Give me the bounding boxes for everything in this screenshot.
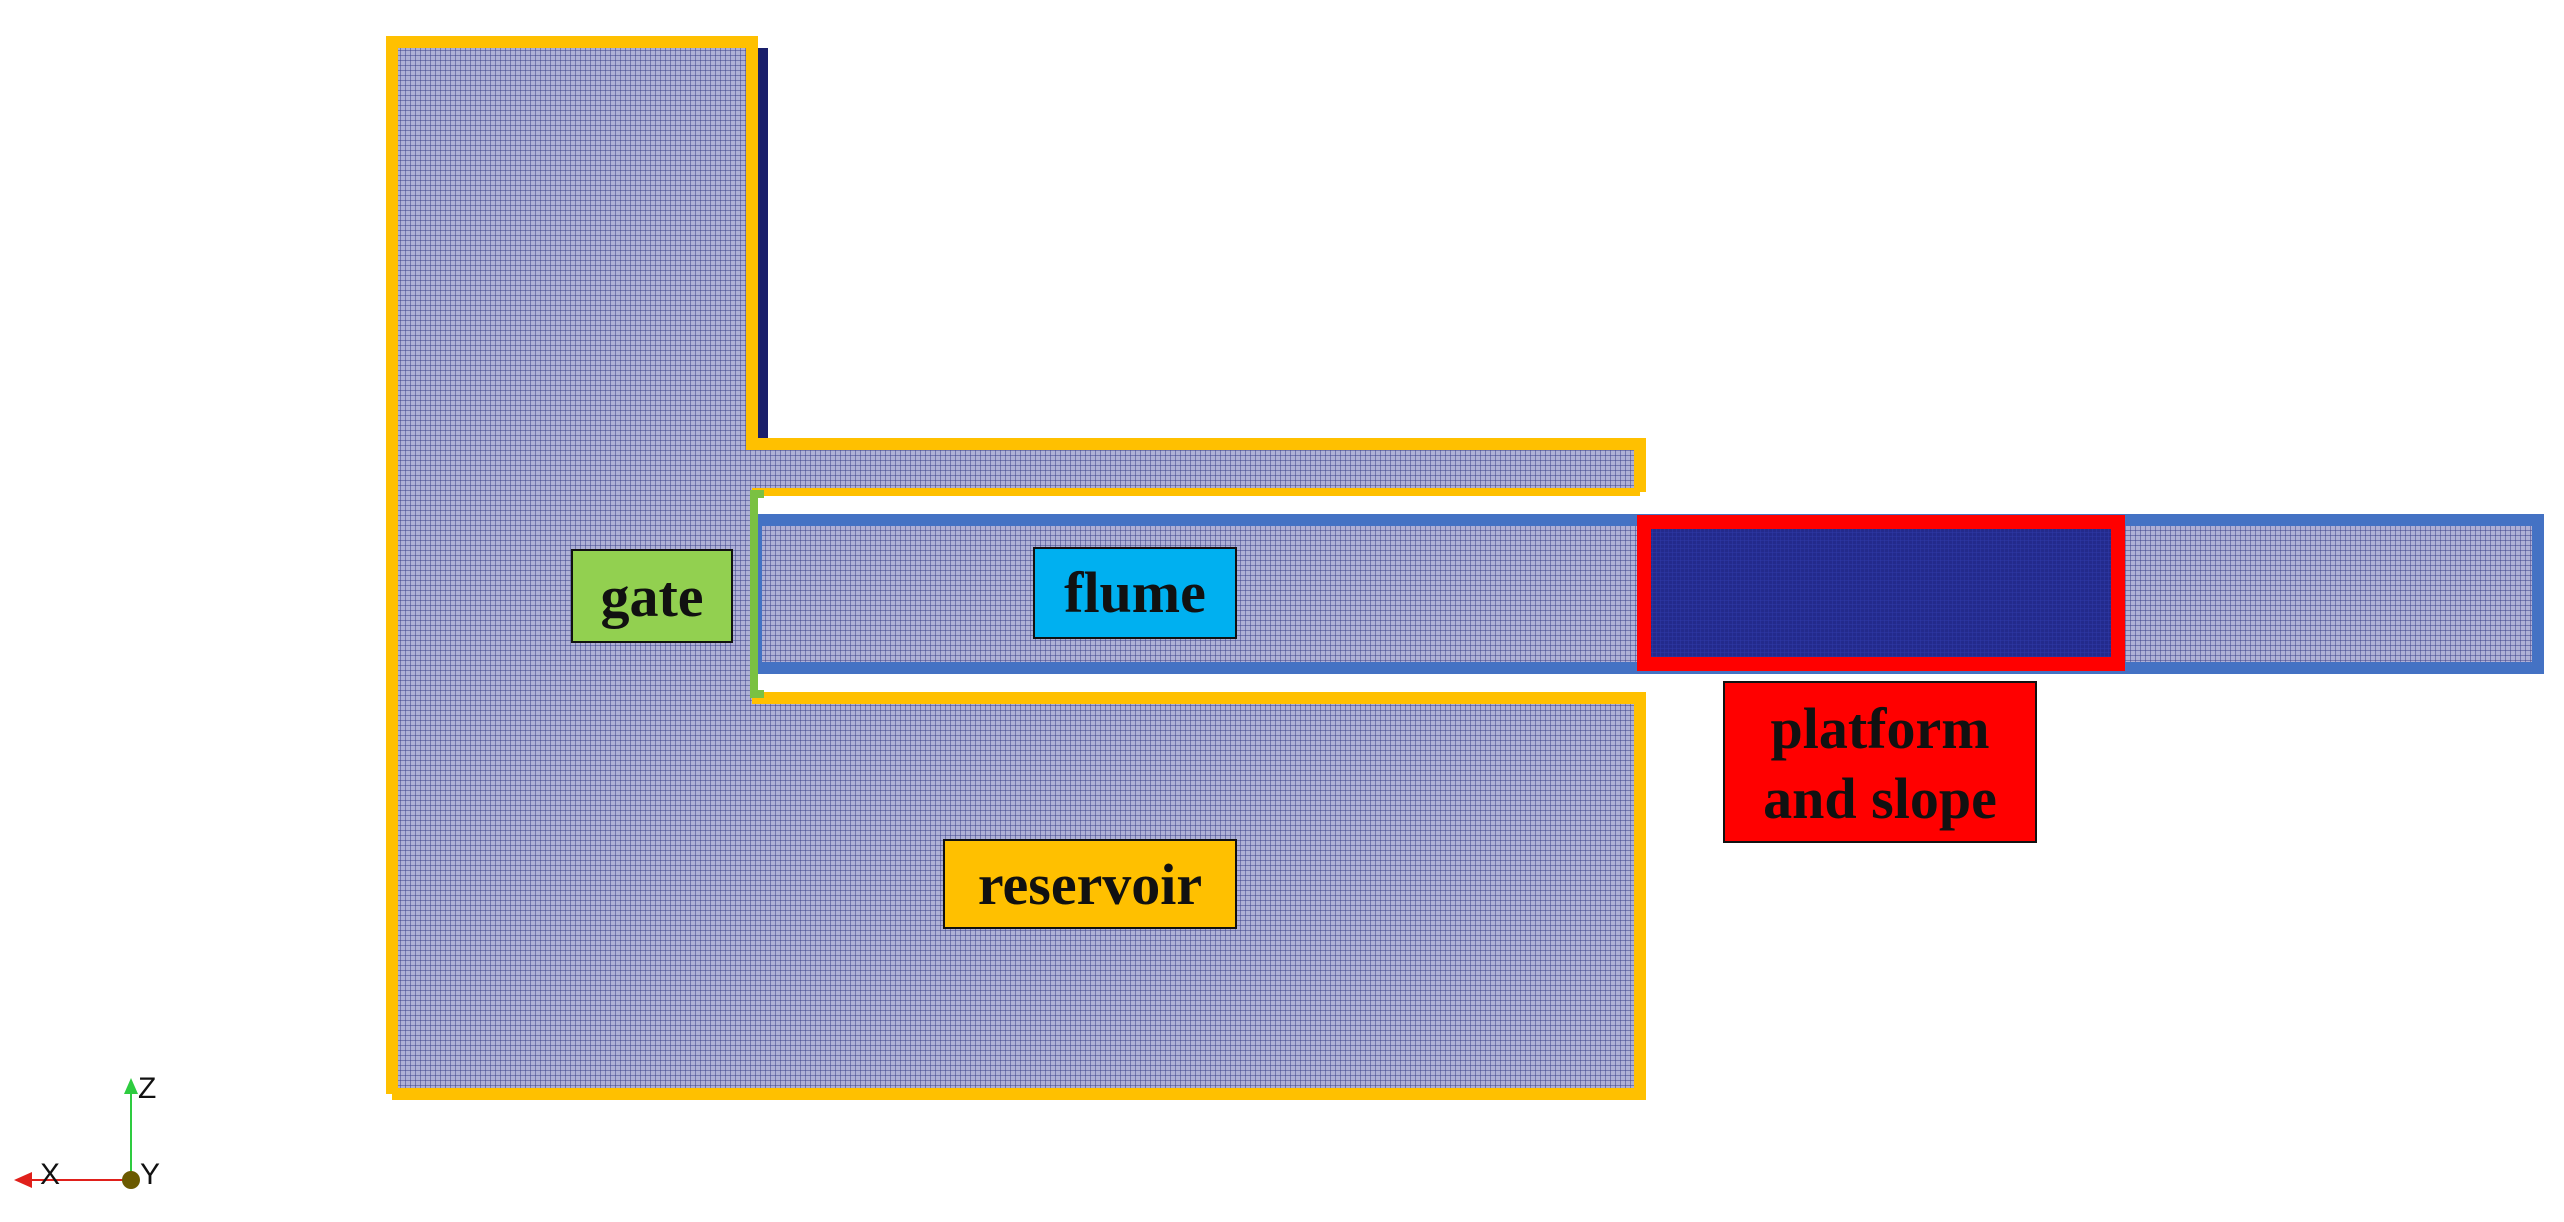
axis-x-label: X [40,1158,60,1191]
axis-y-label: Y [140,1158,160,1191]
reservoir-shadow-edge [756,48,768,440]
reservoir-outline [386,36,1646,1100]
gate-region [750,490,764,698]
axis-triad: Z X Y [14,1072,160,1191]
axis-z-arrow-icon [124,1078,138,1094]
axis-z-label: Z [138,1072,156,1105]
gate-label: gate [571,549,733,643]
platform-outline [1637,515,2125,671]
flume-label-box [1033,547,1237,639]
reservoir-region [386,36,1646,1100]
platform-label: platform and slope [1723,681,2037,843]
reservoir-label: reservoir [943,839,1237,929]
platform-region [1637,515,2125,671]
reservoir-mesh [392,42,1640,1094]
platform-label-line1: platform [1770,696,1989,761]
platform-mesh [1644,522,2118,664]
flume-end-cap [2532,518,2544,670]
axis-y-dot-icon [122,1171,140,1189]
axis-x-arrow-icon [14,1172,32,1188]
flume-label: flume [1033,547,1237,639]
reservoir-label-text: reservoir [978,852,1202,917]
gate-label-box [571,549,733,643]
gate-outline [750,490,764,698]
platform-label-line2: and slope [1763,766,1997,831]
reservoir-label-box [943,839,1237,929]
flume-label-text: flume [1064,560,1206,625]
gate-label-text: gate [600,564,703,629]
platform-label-box [1723,681,2037,843]
